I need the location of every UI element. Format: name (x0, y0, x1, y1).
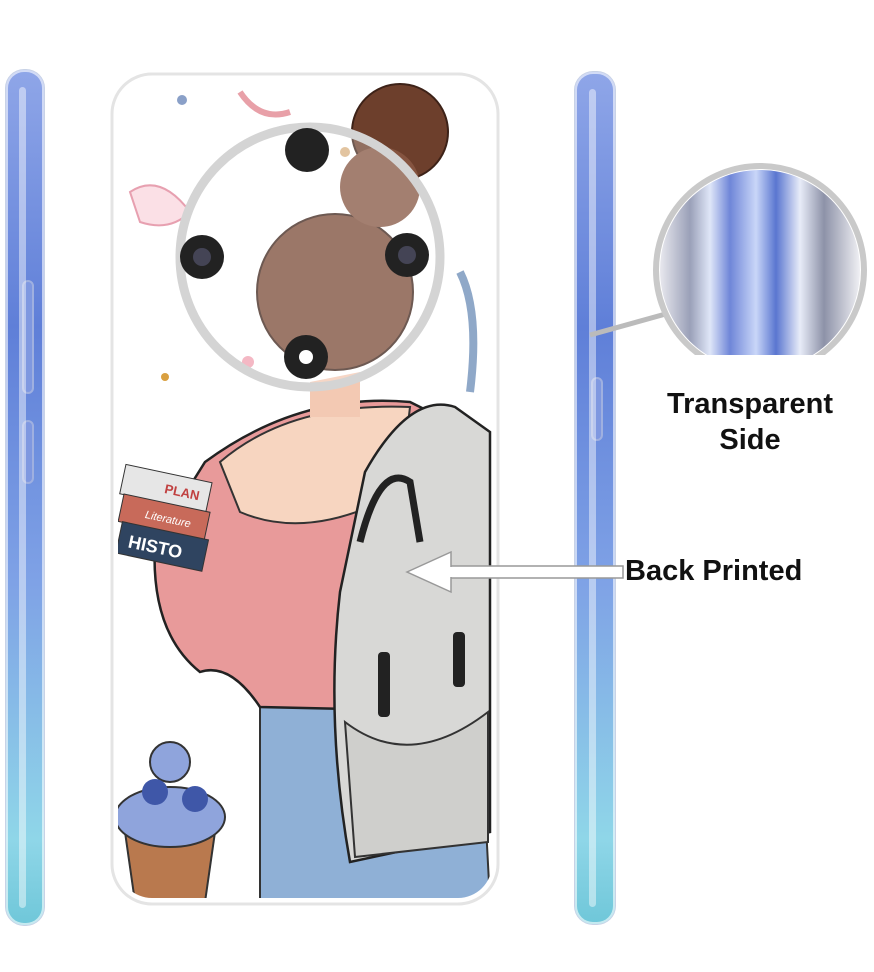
side-button (22, 280, 34, 394)
books-illustration: PLAN Literature HISTO (118, 463, 213, 572)
transparent-side-line1: Transparent (667, 388, 833, 420)
transparent-side-label: Transparent Side (650, 386, 850, 458)
back-printed-label: Back Printed (625, 555, 803, 587)
left-side-view (6, 70, 44, 925)
magnifier-callout (589, 163, 867, 355)
side-button (591, 377, 603, 441)
right-side-view (575, 72, 615, 924)
printed-case-back: PLAN Literature HISTO (110, 72, 500, 906)
side-button (22, 420, 34, 484)
transparent-side-line2: Side (719, 424, 781, 456)
book-title-plan: PLAN (163, 481, 201, 503)
arrow-left-icon (405, 550, 624, 594)
